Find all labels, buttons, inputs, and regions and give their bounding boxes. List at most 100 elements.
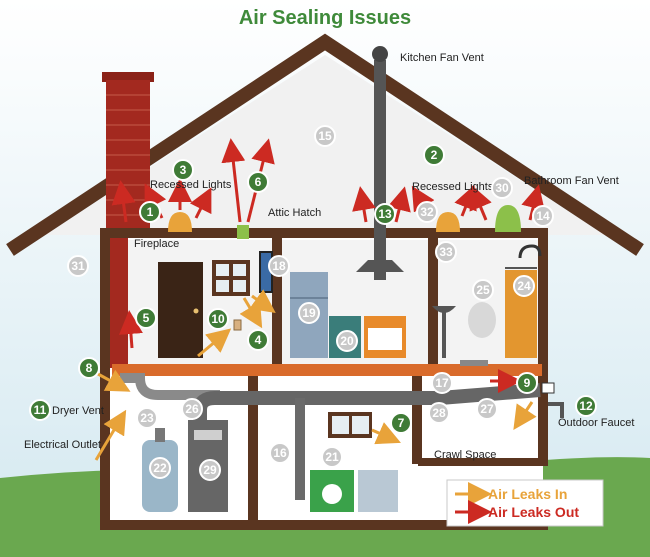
badge-8: 8 bbox=[78, 357, 100, 379]
badge-23: 23 bbox=[136, 407, 158, 429]
svg-text:21: 21 bbox=[325, 450, 339, 464]
in-arrows bbox=[94, 289, 537, 461]
svg-text:12: 12 bbox=[579, 399, 593, 413]
badge-11: 11 bbox=[29, 399, 51, 421]
svg-text:9: 9 bbox=[524, 376, 531, 390]
svg-text:10: 10 bbox=[211, 312, 225, 326]
badge-33: 33 bbox=[435, 241, 457, 263]
electrical-outlet-fixture bbox=[233, 319, 242, 331]
floor-vent bbox=[460, 360, 488, 366]
recessed-light-right bbox=[436, 212, 460, 232]
svg-text:6: 6 bbox=[255, 175, 262, 189]
badge-31: 31 bbox=[67, 255, 89, 277]
kitchen-vent-cap bbox=[372, 46, 388, 62]
label-recessed-lights-left: Recessed Lights bbox=[150, 179, 232, 191]
legend: Air Leaks In Air Leaks Out bbox=[446, 479, 604, 527]
badge-5: 5 bbox=[135, 307, 157, 329]
svg-text:18: 18 bbox=[272, 259, 286, 273]
svg-text:16: 16 bbox=[273, 446, 287, 460]
badge-6: 6 bbox=[247, 171, 269, 193]
svg-text:31: 31 bbox=[71, 259, 85, 273]
badge-29: 29 bbox=[199, 459, 221, 481]
svg-text:24: 24 bbox=[517, 279, 531, 293]
dryer bbox=[358, 470, 398, 512]
svg-text:1: 1 bbox=[147, 205, 154, 219]
svg-text:29: 29 bbox=[203, 463, 217, 477]
svg-text:33: 33 bbox=[439, 245, 453, 259]
badge-17: 17 bbox=[431, 372, 453, 394]
badge-19: 19 bbox=[298, 302, 320, 324]
badge-22: 22 bbox=[149, 457, 171, 479]
svg-text:2: 2 bbox=[431, 148, 438, 162]
svg-text:7: 7 bbox=[398, 416, 405, 430]
svg-text:14: 14 bbox=[536, 209, 550, 223]
diagram-title: Air Sealing Issues bbox=[239, 7, 411, 29]
range-hood bbox=[356, 260, 404, 272]
shower-head bbox=[518, 244, 542, 259]
label-fireplace: Fireplace bbox=[134, 238, 179, 250]
svg-text:13: 13 bbox=[378, 207, 392, 221]
label-dryer-vent: Dryer Vent bbox=[52, 405, 104, 417]
badge-26: 26 bbox=[181, 398, 203, 420]
badge-2: 2 bbox=[423, 144, 445, 166]
badge-16: 16 bbox=[269, 442, 291, 464]
badge-24: 24 bbox=[513, 275, 535, 297]
badge-20: 20 bbox=[336, 330, 358, 352]
badge-27: 27 bbox=[476, 398, 498, 420]
outdoor-faucet-pipe bbox=[548, 402, 564, 418]
attic-hatch bbox=[237, 225, 249, 239]
badge-28: 28 bbox=[428, 402, 450, 424]
out-arrows-lower bbox=[118, 310, 522, 393]
label-crawl-space: Crawl Space bbox=[434, 449, 496, 461]
sink bbox=[432, 306, 456, 313]
recessed-light-left bbox=[168, 212, 192, 232]
badge-7: 7 bbox=[390, 412, 412, 434]
badge-1: 1 bbox=[139, 201, 161, 223]
badge-21: 21 bbox=[321, 446, 343, 468]
svg-text:5: 5 bbox=[143, 311, 150, 325]
svg-text:20: 20 bbox=[340, 334, 354, 348]
svg-text:32: 32 bbox=[420, 205, 434, 219]
badge-15: 15 bbox=[314, 125, 336, 147]
svg-text:19: 19 bbox=[302, 306, 316, 320]
badge-12: 12 bbox=[575, 395, 597, 417]
svg-text:11: 11 bbox=[34, 403, 47, 417]
badge-30: 30 bbox=[491, 177, 513, 199]
label-electrical-outlet: Electrical Outlet bbox=[24, 439, 101, 451]
label-attic-hatch: Attic Hatch bbox=[268, 207, 321, 219]
svg-text:22: 22 bbox=[153, 461, 167, 475]
svg-text:30: 30 bbox=[495, 181, 509, 195]
badge-14: 14 bbox=[532, 205, 554, 227]
badge-9: 9 bbox=[516, 372, 538, 394]
badge-32: 32 bbox=[416, 201, 438, 223]
svg-text:3: 3 bbox=[180, 163, 187, 177]
chimney-cap bbox=[102, 72, 154, 82]
badge-4: 4 bbox=[247, 329, 269, 351]
badge-25: 25 bbox=[472, 279, 494, 301]
legend-air-leaks-in: Air Leaks In bbox=[488, 486, 567, 502]
dryer-duct bbox=[120, 373, 220, 400]
svg-text:17: 17 bbox=[435, 376, 449, 390]
fireplace-column bbox=[106, 238, 128, 368]
svg-text:25: 25 bbox=[476, 283, 490, 297]
toilet bbox=[468, 302, 496, 338]
label-kitchen-fan-vent: Kitchen Fan Vent bbox=[400, 52, 484, 64]
door-knob bbox=[193, 308, 199, 314]
floor-slab bbox=[112, 364, 542, 376]
badge-13: 13 bbox=[374, 203, 396, 225]
svg-text:26: 26 bbox=[185, 402, 199, 416]
badge-3: 3 bbox=[172, 159, 194, 181]
svg-text:28: 28 bbox=[432, 406, 446, 420]
svg-text:8: 8 bbox=[86, 361, 93, 375]
kitchen-vent-pipe bbox=[374, 60, 386, 280]
label-recessed-lights-right: Recessed Lights bbox=[412, 181, 494, 193]
legend-air-leaks-out: Air Leaks Out bbox=[488, 504, 579, 520]
badge-10: 10 bbox=[207, 308, 229, 330]
badge-18: 18 bbox=[268, 255, 290, 277]
svg-text:15: 15 bbox=[318, 129, 332, 143]
svg-text:23: 23 bbox=[140, 411, 154, 425]
crawl-space-vent bbox=[541, 382, 555, 394]
svg-text:27: 27 bbox=[480, 402, 494, 416]
svg-text:4: 4 bbox=[255, 333, 262, 347]
